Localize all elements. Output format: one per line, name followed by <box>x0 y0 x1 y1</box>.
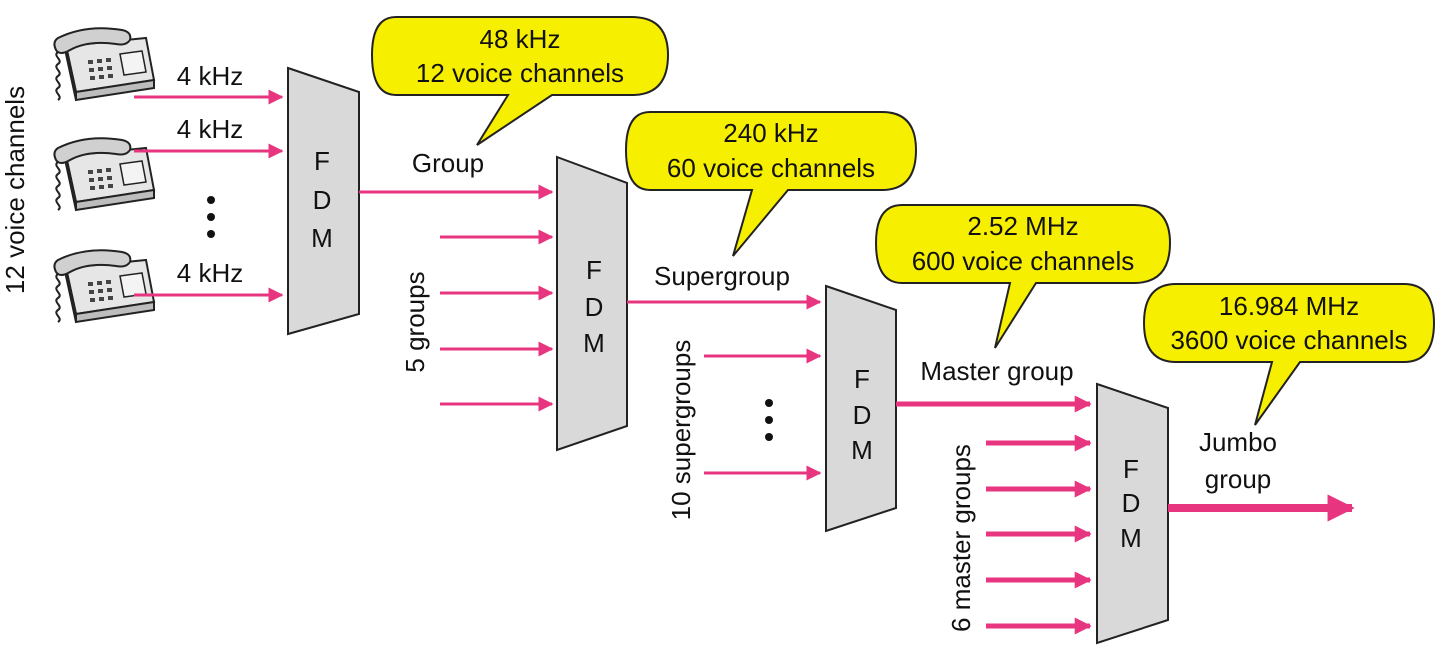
bubble-channels: 3600 voice channels <box>1170 325 1407 355</box>
fdm-letter: M <box>1120 523 1142 553</box>
vertical-ellipsis-icon <box>765 399 773 441</box>
telephone-icon <box>53 249 155 323</box>
callout-bubble: 240 kHz 60 voice channels <box>624 111 918 257</box>
fdm-letter: M <box>311 223 333 253</box>
telephone-icon <box>53 27 155 102</box>
vertical-ellipsis-icon <box>207 196 215 238</box>
fdm-multiplexer: F D M <box>825 284 897 533</box>
stage2-side-label: 5 groups <box>400 271 430 372</box>
fdm-letter: D <box>1122 488 1141 518</box>
fdm-letter: F <box>854 364 870 394</box>
jumbo-label: group <box>1205 464 1272 494</box>
bubble-bandwidth: 48 kHz <box>480 24 561 54</box>
bubble-bandwidth: 2.52 MHz <box>967 211 1078 241</box>
fdm-multiplexer: F D M <box>287 66 360 336</box>
bubble-bandwidth: 16.984 MHz <box>1219 291 1359 321</box>
bubble-channels: 60 voice channels <box>667 153 875 183</box>
input-frequency-label: 4 kHz <box>177 258 243 288</box>
callout-bubble: 2.52 MHz 600 voice channels <box>874 204 1172 349</box>
callout-bubble: 16.984 MHz 3600 voice channels <box>1142 283 1436 426</box>
fdm-letter: D <box>853 400 872 430</box>
fdm-multiplexer: F D M <box>1096 382 1169 645</box>
fdm-letter: M <box>583 328 605 358</box>
stage1-side-label: 12 voice channels <box>0 86 30 294</box>
fdm-multiplexer: F D M <box>556 155 628 452</box>
bubble-channels: 12 voice channels <box>416 58 624 88</box>
bubble-bandwidth: 240 kHz <box>723 118 818 148</box>
group-label: Group <box>412 148 484 178</box>
stage3-side-label: 10 supergroups <box>666 340 696 521</box>
bubble-channels: 600 voice channels <box>912 246 1135 276</box>
fdm-letter: F <box>314 146 330 176</box>
stage4-side-label: 6 master groups <box>946 444 976 632</box>
input-frequency-label: 4 kHz <box>177 114 243 144</box>
fdm-letter: D <box>585 292 604 322</box>
jumbo-label: Jumbo <box>1199 427 1277 457</box>
fdm-letter: M <box>851 435 873 465</box>
master-group-label: Master group <box>920 356 1073 386</box>
fdm-letter: D <box>313 185 332 215</box>
fdm-letter: F <box>586 255 602 285</box>
input-frequency-label: 4 kHz <box>177 61 243 91</box>
supergroup-label: Supergroup <box>654 261 790 291</box>
telephone-icon <box>53 137 155 211</box>
callout-bubble: 48 kHz 12 voice channels <box>370 16 670 146</box>
fdm-letter: F <box>1123 454 1139 484</box>
